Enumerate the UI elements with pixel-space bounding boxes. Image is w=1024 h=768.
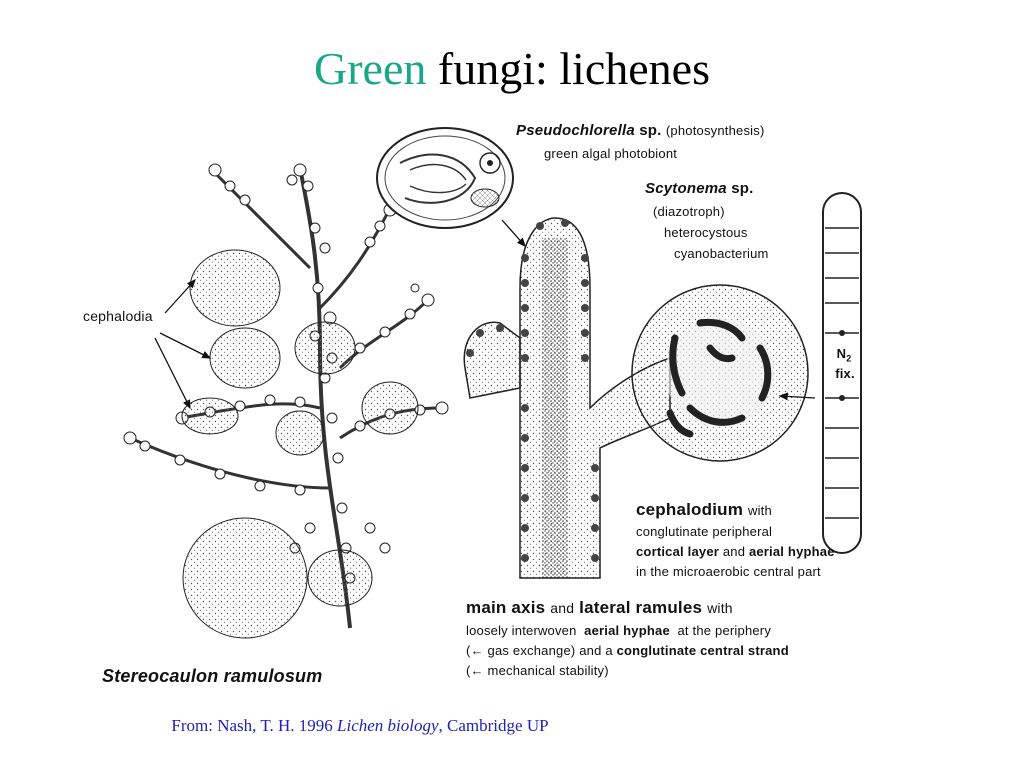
axis-line4: (← mechanical stability) [466,663,609,678]
pseudochlorella-label: Pseudochlorella sp. (photosynthesis) [516,122,765,139]
cephalodium-with: with [748,503,772,518]
caption-book-title: Lichen biology [337,716,439,735]
cephalodia-arrows [154,279,212,410]
lichen-illustration [123,127,862,639]
cephalodium-word: cephalodium [636,500,744,519]
source-caption: From: Nash, T. H. 1996 Lichen biology, C… [0,716,720,736]
axis-c: lateral ramules [579,598,703,617]
label-cephalodia: cephalodia [83,308,153,324]
n2-n: N [836,346,847,361]
axis-line3: (← gas exchange) and a conglutinate cent… [466,643,789,658]
scytonema-sp: sp. [731,180,754,197]
lichen-figure: cephalodia Stereocaulon ramulosum Pseudo… [70,108,910,698]
scytonema-line2: heterocystous [664,225,748,240]
algal-cell-drawing [376,127,526,247]
axis3-b: conglutinate central strand [616,643,789,658]
caption-prefix: From: Nash, T. H. 1996 [171,716,338,735]
slide-title: Green fungi: lichenes [0,42,1024,95]
axis-d: with [707,600,733,616]
axis2-b: aerial hyphae [584,623,670,638]
axis-line1: main axis and lateral ramules with [466,598,733,618]
n2-label: N2 [831,346,857,364]
ceph-line3-b: and [722,544,746,559]
ceph-line3-a: cortical layer [636,544,720,559]
axis-a: main axis [466,598,546,617]
stereocaulon-drawing [123,163,449,639]
axis-b: and [550,600,575,616]
scytonema-label: Scytonema sp. [645,180,754,197]
pseudochlorella-sp: sp. [639,122,662,139]
scytonema-line1: (diazotroph) [653,204,725,219]
n2-sub: 2 [846,353,852,364]
ceph-line4: in the microaerobic central part [636,564,821,579]
axis2-c: at the periphery [677,623,772,638]
ceph-line2: conglutinate peripheral [636,524,773,539]
scytonema-name: Scytonema [645,180,727,197]
axis2-a: loosely interwoven [466,623,577,638]
scytonema-line3: cyanobacterium [674,246,769,261]
axis3-a: (← gas exchange) and a [466,643,613,658]
ceph-line3: cortical layer and aerial hyphae [636,544,835,559]
pseudochlorella-desc: green algal photobiont [544,146,678,161]
ceph-line3-c: aerial hyphae [748,544,835,559]
title-rest: fungi: lichenes [437,43,710,94]
species-label: Stereocaulon ramulosum [102,666,323,686]
axis-line2: loosely interwoven aerial hyphae at the … [466,623,771,638]
pseudochlorella-name: Pseudochlorella [516,122,635,139]
fix-label: fix. [832,366,858,381]
cephalodium-heading: cephalodium with [636,500,772,520]
thallus-section-drawing [463,217,816,579]
pseudochlorella-role: (photosynthesis) [665,123,765,138]
title-accent: Green [314,43,427,94]
caption-suffix: , Cambridge UP [438,716,549,735]
